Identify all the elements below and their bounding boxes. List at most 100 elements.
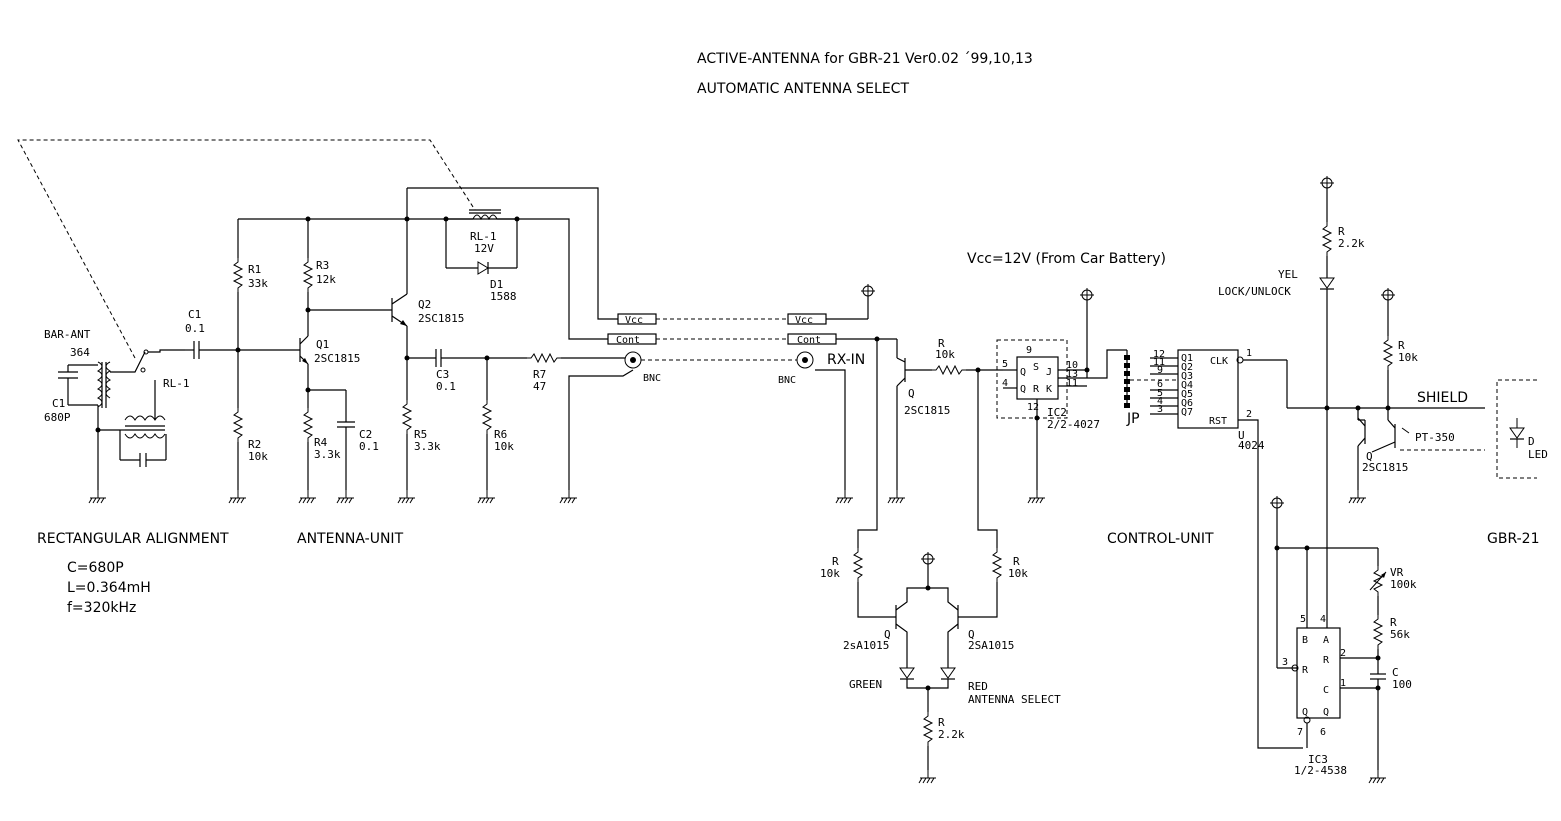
red-led-label: RED	[968, 680, 988, 693]
c3-value: 0.1	[436, 380, 456, 393]
counter-pin-5-name: Q5	[1181, 389, 1193, 400]
ic3-pin-7: 7	[1297, 727, 1303, 738]
antenna-select-label: ANTENNA SELECT	[968, 693, 1061, 706]
ic2-value: 2/2-4027	[1047, 418, 1100, 431]
r5-ref: R5	[414, 428, 427, 441]
r56k-ref: R	[1390, 616, 1397, 629]
r-right-ref: R	[1013, 555, 1020, 568]
ic3-ref: IC3	[1308, 753, 1328, 766]
ic2-pin-s: S	[1033, 362, 1039, 373]
ic3-pin-a: A	[1323, 635, 1329, 646]
r1-ref: R1	[248, 263, 261, 276]
r4-ref: R4	[314, 436, 328, 449]
counter-pin-2: 11 Q2	[1153, 357, 1193, 373]
spec-frequency: f=320kHz	[67, 600, 136, 616]
counter-rst-label: RST	[1209, 416, 1227, 427]
c100-ref: C	[1392, 666, 1399, 679]
title-line-1: ACTIVE-ANTENNA for GBR-21 Ver0.02 ´99,10…	[697, 51, 1033, 67]
counter-pin-1-extra: 1	[1246, 348, 1252, 359]
c1-ref: C1	[188, 308, 201, 321]
led-d-ref: D	[1528, 435, 1535, 448]
counter-pin-6: 4 Q6	[1157, 396, 1193, 409]
counter-pin-7: 3 Q7	[1157, 404, 1193, 418]
r-pt-value: 10k	[1398, 351, 1418, 364]
counter-pin-2-name: Q2	[1181, 362, 1193, 373]
r-base-value: 10k	[935, 348, 955, 361]
c1-value: 0.1	[185, 322, 205, 335]
c1a-ref: C1	[52, 397, 65, 410]
counter-pin-4-num: 6	[1157, 379, 1163, 390]
q-left-ref: Q	[884, 628, 891, 641]
r-left-ref: R	[832, 555, 839, 568]
section-rectangular-alignment: RECTANGULAR ALIGNMENT	[37, 531, 229, 547]
ic2-pin-q: Q	[1020, 367, 1026, 378]
counter-pin-3-name: Q3	[1181, 371, 1193, 382]
r-yel-value: 2.2k	[1338, 237, 1365, 250]
section-antenna-unit: ANTENNA-UNIT	[297, 531, 404, 547]
ic2-pin-qbar: Q	[1020, 384, 1026, 395]
c2-ref: C2	[359, 428, 372, 441]
vcc-box-right-label: Vcc	[795, 315, 813, 326]
q1-ref: Q1	[316, 338, 329, 351]
ic3-pin-qbar: Q	[1302, 707, 1308, 718]
counter-pin-4-name: Q4	[1181, 380, 1193, 391]
lock-unlock-label: LOCK/UNLOCK	[1218, 285, 1291, 298]
r7-ref: R7	[533, 368, 546, 381]
r-yel-ref: R	[1338, 225, 1345, 238]
bnc-right-label: BNC	[778, 375, 796, 386]
cont-box-left-label: Cont	[616, 335, 640, 346]
rx-side-circuit	[787, 283, 1003, 784]
q-gbr-value: 2SC1815	[1362, 461, 1408, 474]
r6-ref: R6	[494, 428, 507, 441]
r-left-value: 10k	[820, 567, 840, 580]
r3-value: 12k	[316, 273, 336, 286]
ic3-pin-r-left: R	[1302, 665, 1309, 676]
q2-ref: Q2	[418, 298, 431, 311]
ic3-pin-q: Q	[1323, 707, 1329, 718]
ic3-pin-1: 1	[1340, 678, 1346, 689]
bar-ant-value: 364	[70, 346, 90, 359]
d1-value: 1588	[490, 290, 517, 303]
r56k-value: 56k	[1390, 628, 1410, 641]
counter-pin-4: 6 Q4	[1157, 379, 1193, 391]
ic3-pin-b: B	[1302, 635, 1308, 646]
spec-inductance: L=0.364mH	[67, 580, 151, 596]
ic3-pin-2: 2	[1340, 648, 1346, 659]
d1-ref: D1	[490, 278, 503, 291]
green-led-label: GREEN	[849, 678, 882, 691]
counter-pin-1-num: 12	[1153, 349, 1165, 360]
antenna-unit-circuit	[185, 187, 797, 504]
ic3-pin-6: 6	[1320, 727, 1326, 738]
r2-ref: R2	[248, 438, 261, 451]
ic3-pin-3: 3	[1282, 657, 1288, 668]
counter-pin-1-name: Q1	[1181, 353, 1193, 364]
ic2-pin-9: 9	[1026, 345, 1032, 356]
counter-pin-5: 5 Q5	[1157, 388, 1193, 400]
c1a-value: 680P	[44, 411, 71, 424]
ic2-ref: IC2	[1047, 406, 1067, 419]
q-switch-value: 2SC1815	[904, 404, 950, 417]
counter-pin-5-num: 5	[1157, 388, 1163, 399]
vr-ref: VR	[1390, 566, 1404, 579]
r-pt-ref: R	[1398, 339, 1405, 352]
ic3-pin-c: C	[1323, 685, 1329, 696]
r4-value: 3.3k	[314, 448, 341, 461]
q-gbr-ref: Q	[1366, 450, 1373, 463]
section-gbr-21: GBR-21	[1487, 531, 1539, 547]
q2-value: 2SC1815	[418, 312, 464, 325]
counter-pin-7-num: 3	[1157, 404, 1163, 415]
ic2-pin-k: K	[1046, 384, 1052, 395]
counter-pin-7-name: Q7	[1181, 407, 1193, 418]
ic2-pin-13: 13	[1066, 369, 1078, 380]
control-unit-circuit	[996, 175, 1537, 784]
r2-value: 10k	[248, 450, 268, 463]
counter-pin-1: 12 Q1	[1153, 349, 1193, 364]
led-label: LED	[1528, 448, 1548, 461]
ic2-pin-12: 12	[1027, 402, 1039, 413]
counter-pin-3-num: 9	[1157, 365, 1163, 376]
counter-pin-6-num: 4	[1157, 396, 1163, 407]
cont-box-right-label: Cont	[797, 335, 821, 346]
r-base-ref: R	[938, 337, 945, 350]
section-control-unit: CONTROL-UNIT	[1107, 531, 1214, 547]
